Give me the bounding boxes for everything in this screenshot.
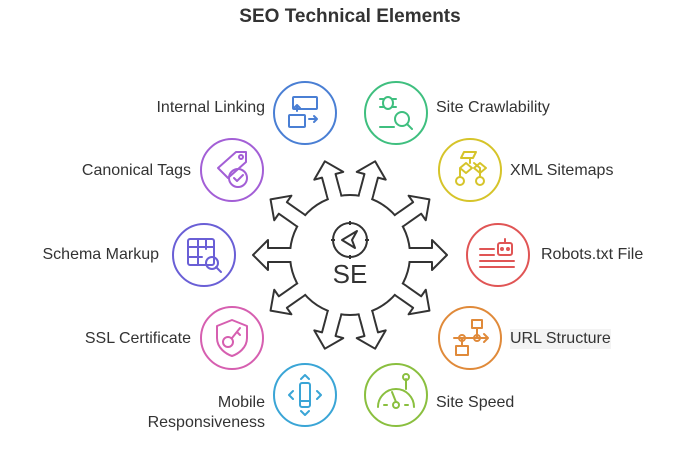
- flow-icon: [438, 306, 502, 370]
- label-schema-markup: Schema Markup: [42, 246, 160, 263]
- page-title: SEO Technical Elements: [239, 6, 461, 27]
- sitemap-icon: [438, 138, 502, 202]
- compass-icon: [331, 221, 369, 259]
- table-search-icon: [172, 223, 236, 287]
- linking-icon: [273, 81, 337, 145]
- robot-icon: [466, 223, 530, 287]
- label-line: Responsiveness: [147, 414, 265, 431]
- label-mobile-responsiveness: Mobile Responsiveness: [148, 393, 265, 433]
- shield-key-icon: [200, 306, 264, 370]
- label-internal-linking: Internal Linking: [156, 99, 265, 116]
- mobile-icon: [273, 363, 337, 427]
- label-canonical-tags: Canonical Tags: [81, 162, 191, 179]
- label-site-crawlability: Site Crawlability: [436, 99, 550, 116]
- label-robots-txt: Robots.txt File: [541, 246, 644, 263]
- hub-text: SE: [333, 259, 368, 289]
- bug-search-icon: [364, 81, 428, 145]
- label-url-structure: URL Structure: [510, 329, 611, 349]
- tag-check-icon: [200, 138, 264, 202]
- label-site-speed: Site Speed: [436, 394, 515, 411]
- speedometer-icon: [364, 363, 428, 427]
- label-ssl-certificate: SSL Certificate: [84, 330, 191, 347]
- label-line: Mobile: [217, 394, 265, 411]
- label-xml-sitemaps: XML Sitemaps: [510, 162, 614, 179]
